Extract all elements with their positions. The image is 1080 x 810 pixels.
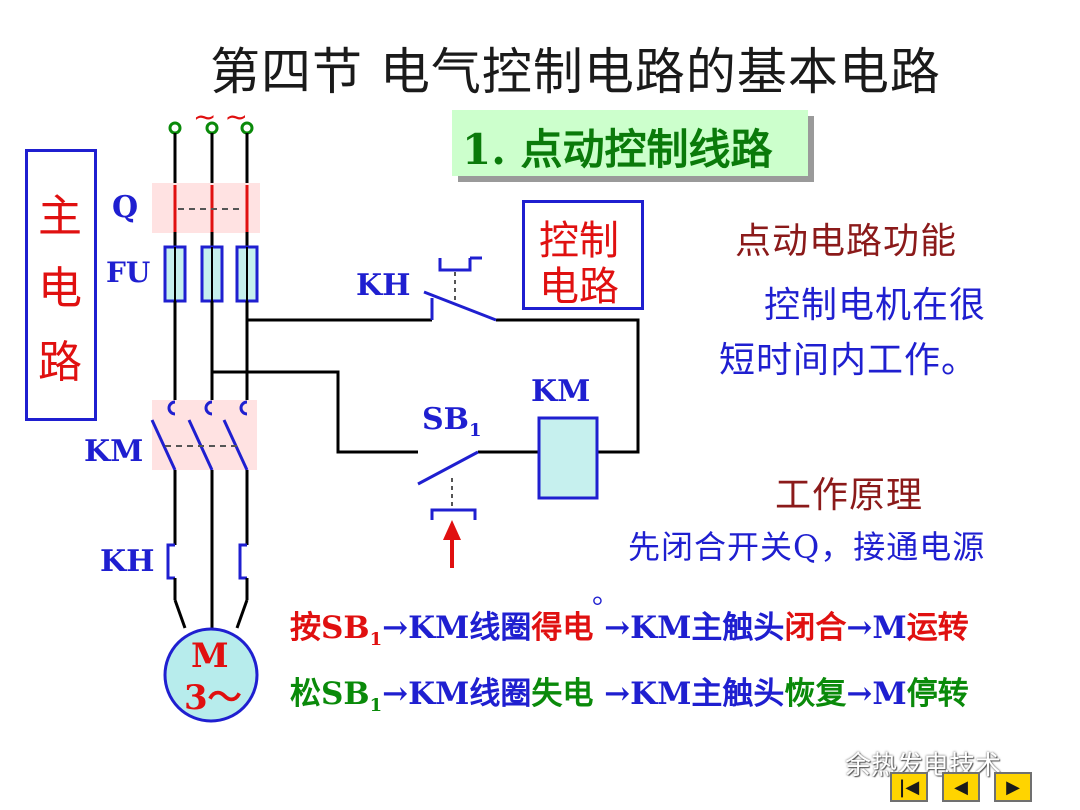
label-fu: FU: [106, 256, 151, 289]
principle-dot: 。: [592, 577, 621, 610]
fuse-elements: [174, 247, 248, 301]
page-title: 第四节 电气控制电路的基本电路: [210, 43, 941, 101]
subtitle: 1. 点动控制线路: [462, 125, 773, 174]
supply-tilde: ~~: [193, 100, 256, 133]
label-sb1: SB1: [422, 402, 482, 441]
sb1-button: [417, 450, 479, 520]
principle-heading: 工作原理: [775, 475, 924, 516]
nav-first-icon: |◀: [898, 776, 920, 798]
kh-main-heaters: [166, 543, 247, 580]
km-main-contact-arcs: [167, 400, 248, 416]
supply-wires: [173, 133, 249, 185]
label-km-coil: KM: [531, 374, 591, 409]
function-line-1: 控制电机在很: [764, 285, 987, 326]
motor-label-m: M: [191, 636, 229, 676]
sequence-release: 松SB1→KM线圈失电 →KM主触头恢复→M停转: [290, 676, 969, 717]
wires-km-kh: [173, 470, 249, 590]
control-circuit-label-1: 控制: [539, 218, 619, 264]
label-q: Q: [112, 190, 139, 225]
control-circuit-label-2: 电路: [539, 264, 619, 310]
control-circuit-box: [522, 200, 644, 310]
nav-prev-icon: ◀: [954, 776, 968, 798]
main-circuit-char-1: 主: [38, 191, 82, 242]
label-kh-main: KH: [100, 544, 155, 579]
main-circuit-char-2: 电: [38, 263, 82, 314]
label-km-main: KM: [84, 434, 144, 469]
nav-prev-button[interactable]: ◀: [942, 772, 980, 802]
press-arrow: [443, 520, 461, 568]
nav-next-icon: ▶: [1006, 776, 1020, 798]
function-line-2: 短时间内工作。: [719, 340, 979, 381]
kh-ctrl-contact: [423, 256, 497, 322]
control-wires: [212, 318, 640, 454]
function-heading: 点动电路功能: [735, 221, 958, 262]
main-circuit-box: [25, 149, 97, 421]
wires-q-fu: [173, 232, 249, 247]
motor-symbol: [163, 627, 259, 723]
principle-line-1: 先闭合开关Q，接通电源: [628, 528, 986, 566]
wires-fu-km: [173, 301, 249, 402]
label-kh-ctrl: KH: [356, 268, 411, 303]
wires-kh-motor: [173, 578, 249, 629]
subtitle-box: [452, 110, 808, 176]
supply-terminals: [168, 121, 254, 135]
nav-first-button[interactable]: |◀: [890, 772, 928, 802]
motor-label-phase: 3～: [184, 678, 242, 718]
sequence-press: 按SB1→KM线圈得电 →KM主触头闭合→M运转: [290, 610, 969, 651]
main-circuit-char-3: 路: [38, 337, 82, 388]
nav-next-button[interactable]: ▶: [994, 772, 1032, 802]
km-coil: [537, 416, 599, 500]
